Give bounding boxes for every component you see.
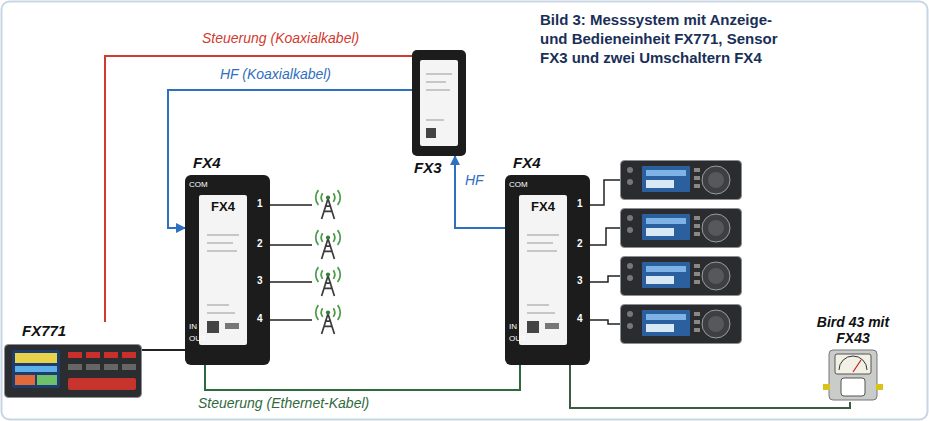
port-label: OUT — [189, 334, 206, 343]
drawing-part — [104, 352, 118, 358]
drawing-part — [270, 205, 312, 320]
drawing-part — [68, 364, 82, 370]
drawing-part — [527, 235, 559, 313]
port-label: COM — [189, 180, 208, 189]
drawing-part — [426, 74, 452, 120]
bird-node: Bird 43 mit FX43 — [808, 314, 898, 402]
drawing-part — [15, 375, 35, 385]
fx3-node: FX3 — [412, 50, 466, 156]
device-print: FX4 — [519, 195, 567, 214]
drawing-part — [621, 305, 742, 344]
device-heading: Bird 43 mit FX43 — [808, 314, 898, 346]
transceiver-wires — [590, 180, 620, 324]
device-heading: FX3 — [414, 159, 442, 176]
panel-print — [199, 195, 247, 345]
drawing-part — [527, 235, 559, 313]
drawing-part — [316, 267, 341, 296]
drawing-part — [590, 180, 620, 324]
drawing-part — [853, 360, 861, 372]
drawing-part — [823, 384, 830, 390]
port-label: IN — [509, 322, 517, 331]
drawing-part — [841, 378, 865, 396]
antenna-wires — [270, 205, 312, 320]
device-panel — [420, 60, 458, 146]
device-panel: FX4 — [519, 195, 567, 345]
drawing-part — [621, 161, 742, 200]
drawing-part — [86, 364, 100, 370]
drawing-part — [835, 354, 871, 374]
antennas — [316, 190, 341, 334]
transceivers — [621, 161, 742, 344]
drawing-part — [545, 323, 559, 329]
drawing-part — [316, 305, 341, 334]
drawing-part — [68, 364, 136, 370]
drawing-part — [37, 375, 57, 385]
device-panel: FX4 — [199, 195, 247, 345]
device-heading: FX771 — [22, 322, 66, 339]
port-label: 1 — [257, 198, 263, 209]
drawing-part — [122, 364, 136, 370]
drawing-part — [621, 209, 742, 248]
cable-connector — [455, 156, 505, 228]
device-heading: FX4 — [193, 154, 221, 171]
drawing-part — [207, 235, 239, 313]
cable-connector — [142, 349, 185, 351]
drawing-part — [12, 350, 60, 388]
cable-connector — [205, 365, 520, 390]
drawing-part — [207, 321, 219, 333]
drawing-part — [5, 345, 142, 398]
port-label: IN — [189, 322, 197, 331]
drawing-part — [15, 353, 57, 363]
drawing-part — [527, 321, 539, 333]
cable-label: Steuerung (Ethernet-Kabel) — [196, 395, 371, 411]
cable-label: Steuerung (Koaxialkabel) — [200, 30, 361, 46]
panel-print — [420, 60, 458, 146]
drawing-part — [829, 350, 877, 400]
cable-label: HF (Koaxialkabel) — [218, 66, 333, 82]
drawing-part — [316, 190, 341, 219]
drawing-part — [839, 356, 867, 370]
device-heading: FX4 — [513, 154, 541, 171]
port-label: 2 — [257, 238, 263, 249]
cable-connector — [570, 365, 850, 408]
drawing-part — [122, 352, 136, 358]
fx771-node: FX771 — [4, 322, 142, 398]
drawing-part — [621, 257, 742, 296]
panel-print — [519, 195, 567, 345]
drawing-part — [104, 364, 118, 370]
drawing-part — [68, 352, 82, 358]
drawing-part — [68, 378, 136, 390]
port-label: 4 — [257, 313, 263, 324]
port-label: 3 — [257, 275, 263, 286]
drawing-part — [426, 128, 436, 138]
drawing-part — [15, 366, 57, 372]
port-label: OUT — [509, 334, 526, 343]
port-label: 2 — [577, 238, 583, 249]
port-label: COM — [509, 180, 528, 189]
drawing-part — [225, 323, 239, 329]
port-label: 1 — [577, 198, 583, 209]
drawing-part — [876, 384, 883, 390]
wattmeter — [823, 348, 883, 402]
port-label: 3 — [577, 275, 583, 286]
drawing-part — [86, 352, 100, 358]
device-print: FX4 — [199, 195, 247, 214]
drawing-part — [426, 74, 452, 120]
cable-label: HF — [463, 172, 486, 188]
figure-title: Bild 3: Messsystem mit Anzeige- und Bedi… — [540, 10, 802, 67]
port-label: 4 — [577, 313, 583, 324]
drawing-part — [207, 235, 239, 313]
drawing-part — [316, 230, 341, 259]
drawing-part — [68, 352, 136, 358]
display-unit — [4, 344, 142, 398]
